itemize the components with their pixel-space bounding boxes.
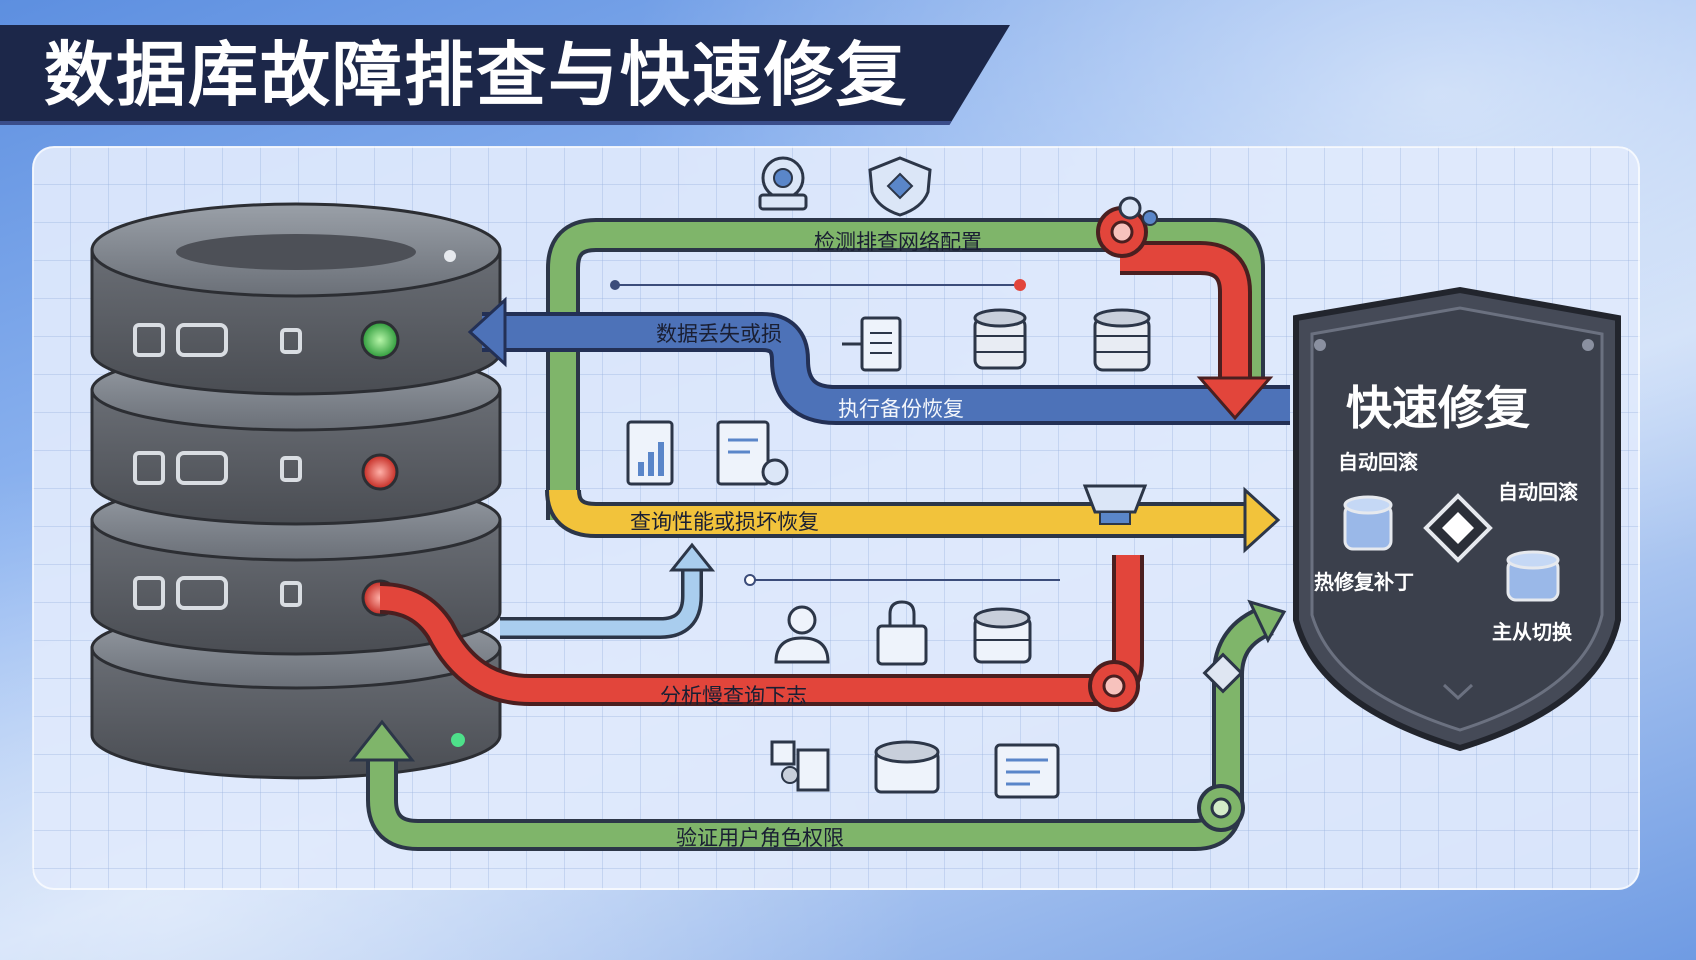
gear-icon bbox=[1096, 196, 1158, 258]
server-icon bbox=[874, 740, 940, 794]
monitor-icon bbox=[1082, 484, 1148, 525]
auto-rollback-alt-label: 自动回滚 bbox=[1498, 480, 1578, 504]
tier3-query-arrow bbox=[500, 560, 703, 639]
hotfix-patch-label: 热修复补丁 bbox=[1314, 570, 1414, 594]
network-check-label: 检测排查网络配置 bbox=[814, 230, 982, 254]
quick-repair-title: 快速修复 bbox=[1346, 381, 1530, 435]
data-loss-label: 数据丢失或损 bbox=[656, 322, 782, 346]
report-chart-icon bbox=[626, 420, 674, 486]
server-tier-1 bbox=[90, 202, 502, 396]
page-title: 数据库故障排查与快速修复 bbox=[44, 34, 908, 116]
status-led-green bbox=[360, 320, 400, 360]
title-banner bbox=[0, 25, 1010, 125]
slow-query-label: 分析慢查询下志 bbox=[660, 684, 807, 708]
failover-label: 主从切换 bbox=[1492, 620, 1572, 644]
quick-repair-shield bbox=[1293, 286, 1621, 752]
document-export-icon bbox=[842, 316, 902, 372]
backup-restore-label: 执行备份恢复 bbox=[838, 397, 964, 421]
network-node-icon bbox=[770, 740, 830, 792]
lock-icon bbox=[876, 600, 928, 666]
database-icon bbox=[973, 308, 1027, 370]
database-icon bbox=[1343, 495, 1393, 551]
status-led-red bbox=[361, 453, 399, 491]
status-led-dot bbox=[451, 733, 465, 747]
query-performance-label: 查询性能或损坏恢复 bbox=[630, 510, 819, 534]
document-search-icon bbox=[716, 420, 789, 486]
database-icon bbox=[1506, 550, 1560, 602]
shield-check-icon bbox=[868, 156, 932, 217]
database-icon bbox=[1093, 308, 1151, 372]
user-icon bbox=[774, 605, 830, 664]
webcam-icon bbox=[758, 156, 808, 211]
verify-user-label: 验证用户角色权限 bbox=[676, 826, 844, 850]
terminal-icon bbox=[994, 743, 1060, 799]
database-server-stack bbox=[90, 202, 502, 780]
auto-rollback-label: 自动回滚 bbox=[1338, 450, 1418, 474]
storage-icon bbox=[973, 607, 1032, 664]
